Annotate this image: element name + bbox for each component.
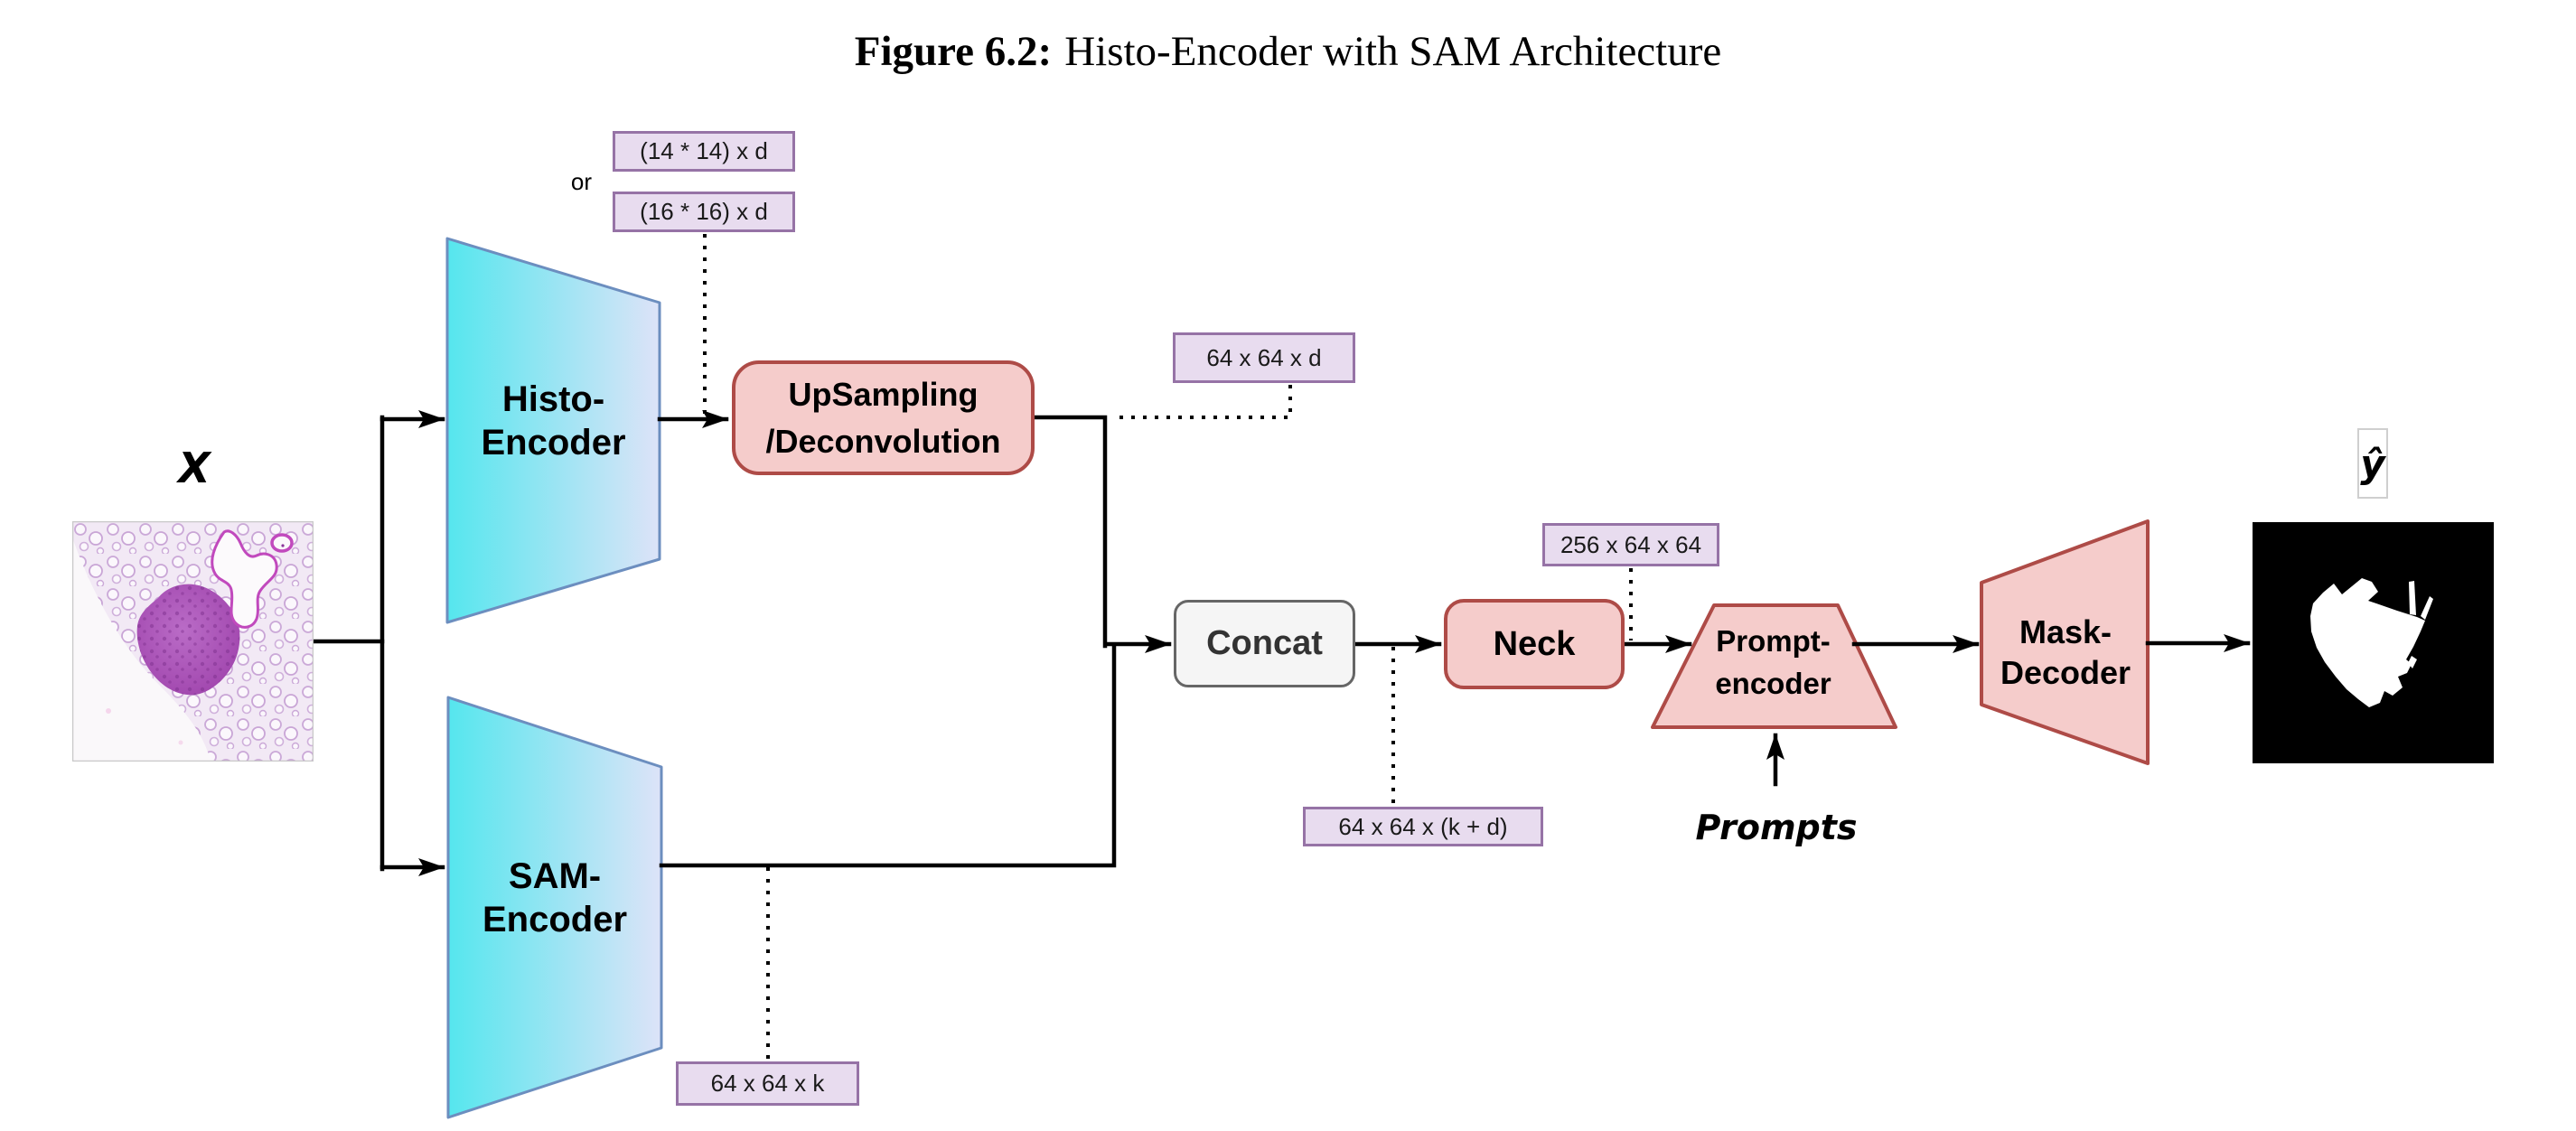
neck-block: Neck [1444, 599, 1625, 689]
concat-block: Concat [1174, 600, 1355, 687]
dotted-upsampling-out-dim [1118, 385, 1292, 419]
dim-label-neck-out: 256 x 64 x 64 [1542, 523, 1719, 566]
dotted-connectors [703, 234, 1633, 1060]
or-label: or [570, 167, 592, 195]
input-x-label: X [178, 444, 211, 492]
dim-label-patch14: (14 * 14) x d [613, 131, 795, 172]
dim-label-concat-out: 64 x 64 x (k + d) [1303, 807, 1543, 846]
output-mask-image [2253, 522, 2494, 763]
sam-encoder-shape [446, 696, 663, 1119]
mask-decoder-shape [1980, 519, 2150, 765]
dim-label-sam-out: 64 x 64 x k [676, 1061, 859, 1106]
figure-caption: Histo-Encoder with SAM Architecture [1064, 28, 1722, 75]
histology-image-art [72, 521, 314, 762]
upsampling-elbow-line [1032, 415, 1108, 649]
figure-number: Figure 6.2: [854, 28, 1053, 75]
prompt-encoder-shape [1651, 603, 1897, 729]
mask-image-art [2253, 522, 2494, 763]
dim-label-histo-out: 64 x 64 x d [1173, 332, 1355, 383]
input-histology-image [72, 521, 314, 762]
output-yhat-label: ŷ [2357, 428, 2388, 499]
mask-blob [2310, 578, 2425, 707]
solid-connectors [311, 410, 2251, 876]
sam-output-line [659, 644, 1117, 868]
figure-title: Figure 6.2:Histo-Encoder with SAM Archit… [0, 27, 2576, 76]
prompts-label: Prompts [1695, 808, 1858, 847]
histo-encoder-shape [445, 237, 661, 624]
upsampling-block: UpSampling /Deconvolution [732, 360, 1035, 475]
dim-label-patch16: (16 * 16) x d [613, 192, 795, 232]
